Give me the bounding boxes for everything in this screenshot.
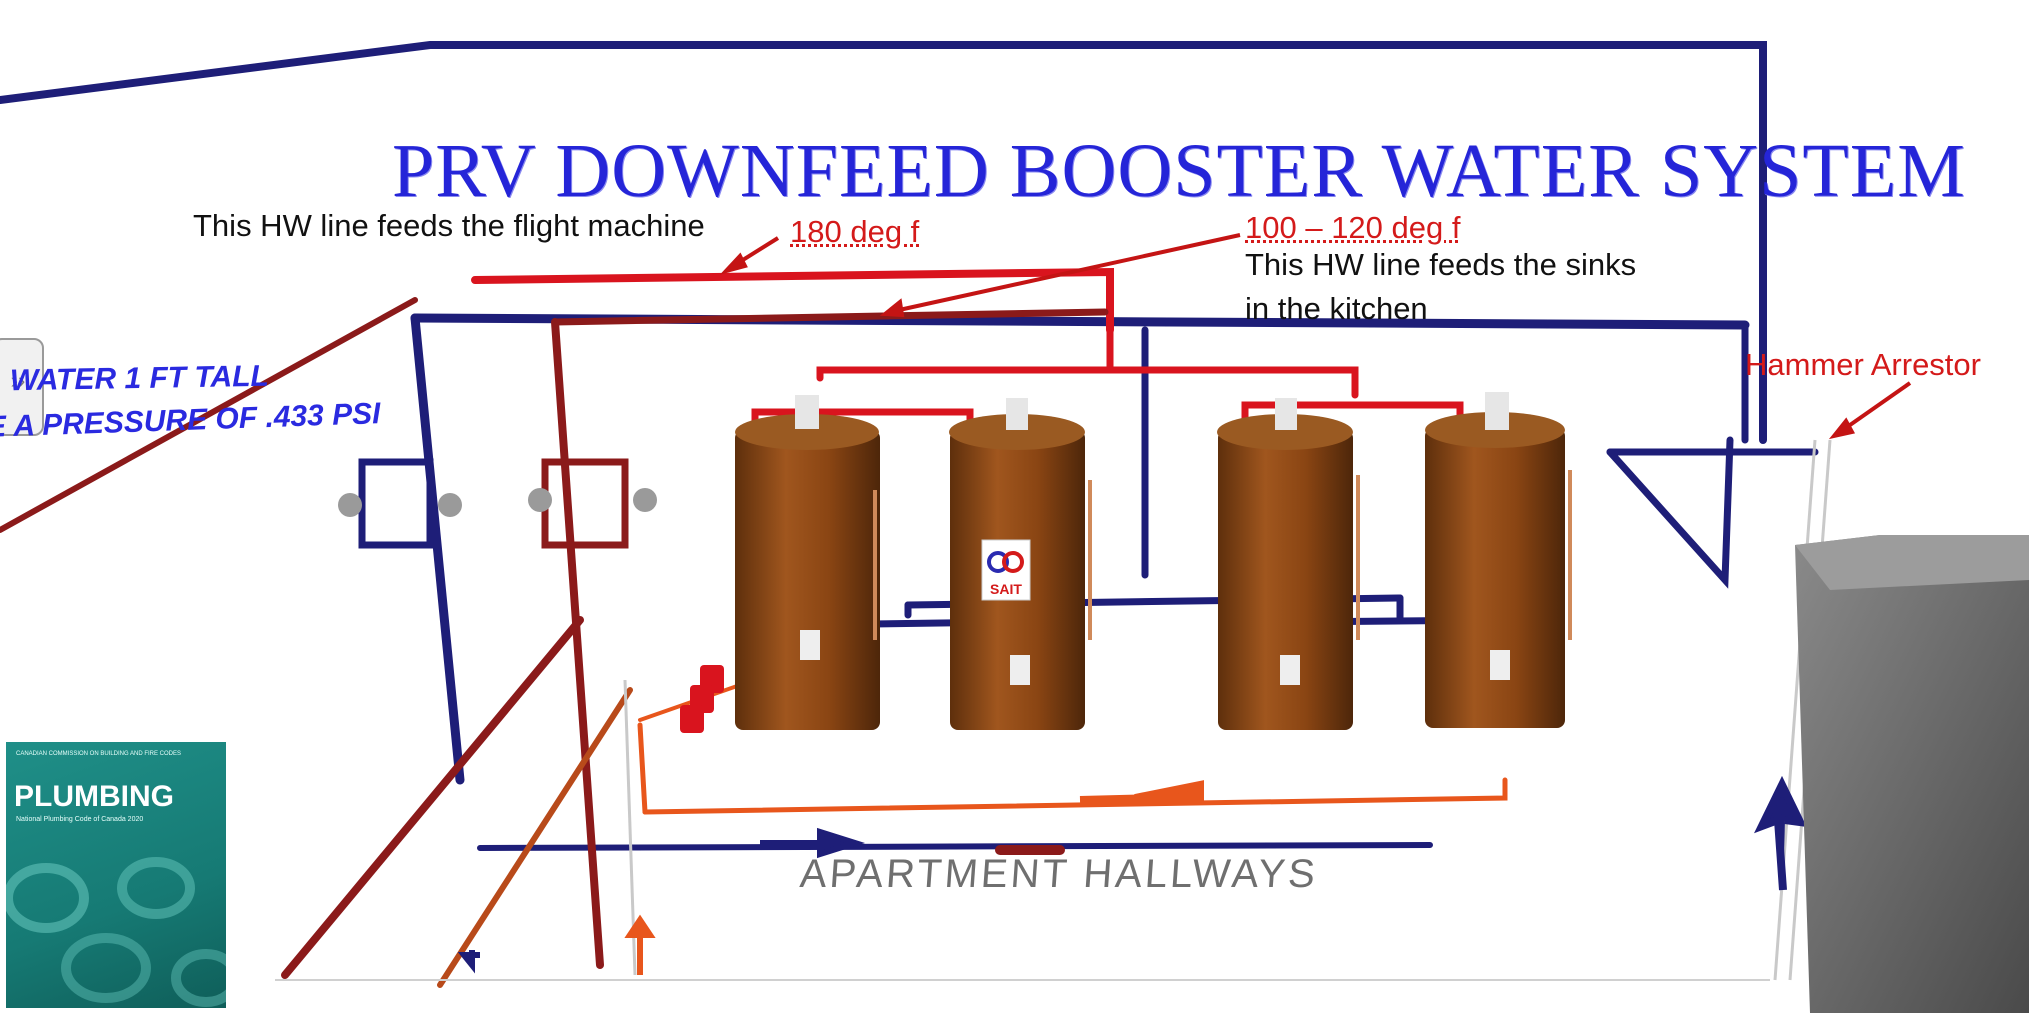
prv-valves [338,488,657,517]
plumbing-code-book-cover: CANADIAN COMMISSION ON BUILDING AND FIRE… [6,742,226,1008]
sait-logo-text: SAIT [990,581,1022,597]
flow-arrows [457,775,1807,975]
temperature-180-label: 180 deg f [790,214,920,249]
sinks-note-line-2: in the kitchen [1245,291,1428,326]
hot-water-return-pipes [0,297,1109,979]
temperature-range-label: 100 – 120 deg f [1245,210,1461,245]
water-heater-tank-4 [1425,392,1565,728]
annotation-arrows [719,233,1912,440]
apartment-hallways-label: APARTMENT HALLWAYS [798,852,1320,896]
water-heater-tank-1 [735,395,880,730]
sketch-note-line-1: WATER 1 FT TALL [9,359,270,398]
flight-machine-note: This HW line feeds the flight machine [193,208,705,243]
chevron-right-icon: ›› [10,368,26,393]
circulator-pumps [680,665,724,733]
water-heater-tank-3 [1217,398,1353,730]
book-cover-title: PLUMBING [14,780,174,813]
hammer-arrestor-label: Hammer Arrestor [1745,347,1981,382]
sinks-note-line-1: This HW line feeds the sinks [1245,247,1637,282]
book-cover-subtitle: National Plumbing Code of Canada 2020 [16,816,144,823]
water-heater-tanks [735,392,1565,730]
relief-valve-lines [873,470,1572,640]
concrete-block [1795,535,2029,1013]
sait-logo: SAIT [981,539,1031,601]
book-cover-header: CANADIAN COMMISSION ON BUILDING AND FIRE… [16,751,182,757]
navigation-control-widget[interactable]: ›› [0,338,44,436]
book-cover-pipes-illustration [6,857,226,1007]
diagram-title: PRV DOWNFEED BOOSTER WATER SYSTEM [392,129,1966,213]
